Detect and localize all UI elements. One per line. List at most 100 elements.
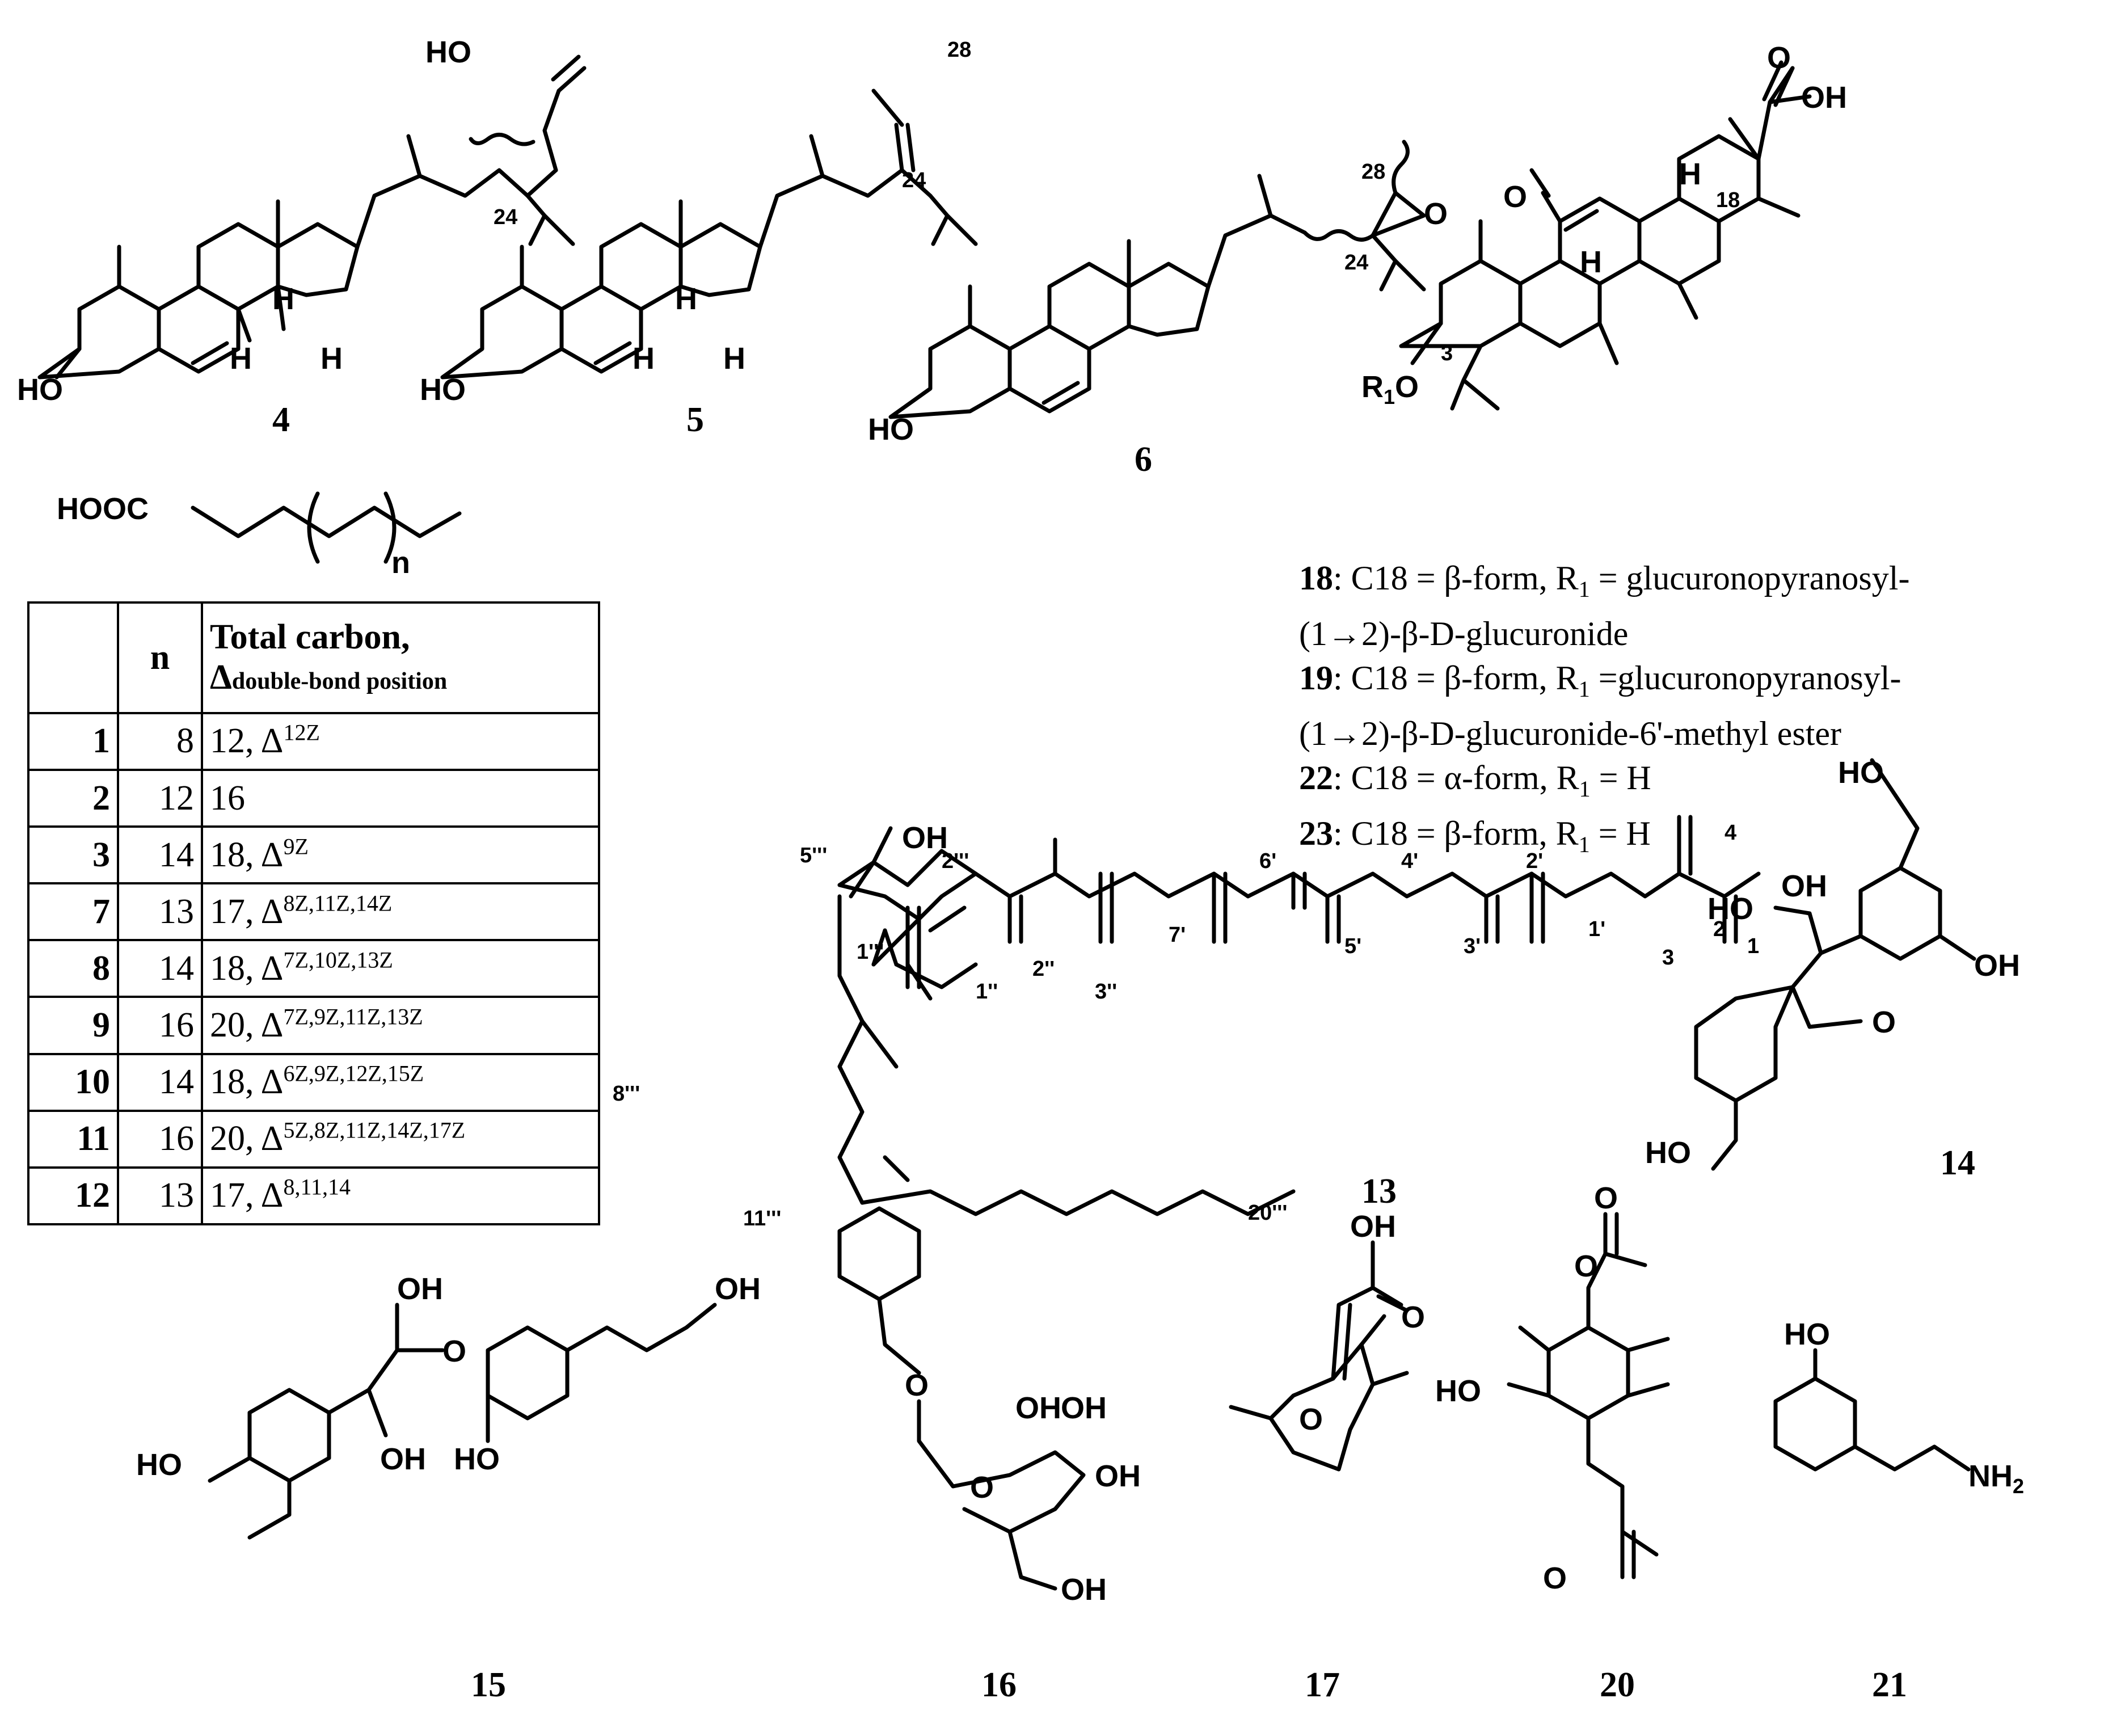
- table-cell-total-carbon: 20, Δ7Z,9Z,11Z,13Z: [201, 996, 600, 1055]
- c13-pos-4: 4: [1724, 821, 1736, 845]
- compound-16-label: 16: [981, 1666, 1017, 1704]
- header-delta-symbol: Δ: [210, 658, 232, 697]
- c13-cooh-oh: OH: [1781, 869, 1827, 903]
- table-cell-n: 13: [117, 1166, 203, 1226]
- header-total-carbon-text: Total carbon,: [210, 618, 410, 657]
- table-cell-compound: 7: [27, 882, 119, 942]
- table-cell-compound: 2: [27, 768, 119, 828]
- triterp-h18: H: [1679, 157, 1701, 191]
- caption-line: 23: C18 = β-form, R1 = H: [1299, 811, 2093, 867]
- c5-pos-24: 24: [902, 168, 926, 192]
- table-cell-n: 14: [117, 1052, 203, 1112]
- c21-ho: HO: [1784, 1317, 1830, 1351]
- c13-pos-3pp: 3'': [1095, 980, 1117, 1004]
- caption-rest: = H: [1589, 815, 1651, 852]
- table-cell-superscript: 12Z: [283, 719, 320, 745]
- table-cell-compound: 3: [27, 825, 119, 885]
- c16-ring-o: O: [970, 1470, 994, 1505]
- compound-15-structure: [208, 1303, 717, 1540]
- table-cell-superscript: 8,11,14: [283, 1174, 351, 1200]
- caption-text: : C18 = β-form, R: [1333, 559, 1579, 597]
- c5-h9: H: [633, 342, 655, 376]
- triterp-oxo-o: O: [1503, 180, 1527, 214]
- compound-21-structure: [1773, 1348, 1971, 1472]
- table-cell-superscript: 7Z,10Z,13Z: [283, 947, 393, 973]
- c13-pos-7p: 7': [1169, 923, 1186, 947]
- table-cell-carbon-text: 18, Δ: [210, 949, 284, 988]
- c13-pos-2: 2: [1713, 917, 1725, 941]
- c16-oh-3: OH: [1095, 1459, 1141, 1493]
- caption-compound-id: 19: [1299, 659, 1333, 697]
- compound-20-label: 20: [1600, 1666, 1635, 1704]
- c6-ho-3: HO: [868, 412, 914, 446]
- triterp-cooh-o: O: [1767, 41, 1791, 75]
- caption-line: 19: C18 = β-form, R1 =glucuronopyranosyl…: [1299, 656, 2093, 711]
- c20-acetyl-o: O: [1594, 1181, 1618, 1215]
- table-cell-compound: 8: [27, 939, 119, 998]
- table-cell-n: 16: [117, 996, 203, 1055]
- table-cell-carbon-text: 20, Δ: [210, 1005, 284, 1044]
- compound-15-label: 15: [471, 1666, 506, 1704]
- caption-text: : C18 = β-form, R: [1333, 659, 1579, 697]
- caption-line: (1→2)-β-D-glucuronide: [1299, 612, 2093, 656]
- caption-line: 18: C18 = β-form, R1 = glucuronopyranosy…: [1299, 556, 2093, 612]
- c13-pos-8ppp: 8''': [613, 1082, 640, 1106]
- triterp-r1o: R1O: [1361, 370, 1419, 408]
- c16-oh-4: OH: [1061, 1573, 1107, 1607]
- triterp-pos-3: 3: [1441, 342, 1453, 365]
- caption-line: (1→2)-β-D-glucuronide-6'-methyl ester: [1299, 711, 2093, 756]
- c5-h8: H: [675, 282, 697, 316]
- table-cell-total-carbon: 18, Δ6Z,9Z,12Z,15Z: [201, 1052, 600, 1112]
- c14-ho-top: HO: [1838, 756, 1884, 790]
- table-cell-compound: 12: [27, 1166, 119, 1226]
- c15-oh-mid: OH: [380, 1442, 426, 1476]
- c17-oh: OH: [1350, 1210, 1396, 1244]
- caption-text: (1→2)-β-D-glucuronide: [1299, 615, 1629, 652]
- compound-17-label: 17: [1305, 1666, 1340, 1704]
- c6-pos-28: 28: [1361, 160, 1385, 184]
- c16-oh-1: OH: [1015, 1391, 1061, 1425]
- c13-pos-5p: 5': [1344, 934, 1361, 958]
- c21-nh2: NH2: [1968, 1459, 2024, 1498]
- table-cell-total-carbon: 20, Δ5Z,8Z,11Z,14Z,17Z: [201, 1109, 600, 1169]
- table-cell-superscript: 6Z,9Z,12Z,15Z: [283, 1060, 424, 1086]
- table-cell-n: 13: [117, 882, 203, 942]
- c14-ho-aryl: HO: [1645, 1136, 1691, 1170]
- c15-oh-right: OH: [715, 1272, 761, 1306]
- table-cell-n: 14: [117, 939, 203, 998]
- c14-oh: OH: [1974, 949, 2020, 983]
- table-cell-carbon-text: 16: [210, 778, 245, 818]
- triterp-pos-18: 18: [1716, 188, 1740, 212]
- c13-pos-1: 1: [1747, 934, 1759, 958]
- c15-oh-top: OH: [397, 1272, 443, 1306]
- c13-pos-1p: 1': [1588, 917, 1605, 941]
- c13-oh: OH: [902, 821, 948, 855]
- triterp-cooh-oh: OH: [1801, 81, 1847, 115]
- table-cell-carbon-text: 12, Δ: [210, 722, 284, 761]
- header-delta-sub: double-bond position: [231, 668, 448, 695]
- c20-ketone-o: O: [1543, 1561, 1567, 1595]
- table-cell-n: 8: [117, 711, 203, 772]
- caption-line: 22: C18 = α-form, R1 = H: [1299, 756, 2093, 811]
- compound-14-label: 14: [1940, 1144, 1975, 1182]
- c14-ho-ch2: HO: [1707, 892, 1753, 926]
- table-cell-superscript: 5Z,8Z,11Z,14Z,17Z: [283, 1117, 466, 1143]
- triterpenoid-caption: 18: C18 = β-form, R1 = glucuronopyranosy…: [1299, 556, 2093, 867]
- c13-pos-5ppp: 5''': [800, 844, 827, 867]
- table-cell-carbon-text: 17, Δ: [210, 1176, 284, 1215]
- table-cell-carbon-text: 17, Δ: [210, 892, 284, 931]
- c13-pos-3p: 3': [1464, 934, 1481, 958]
- table-cell-compound: 10: [27, 1052, 119, 1112]
- compound-20-structure: [1507, 1212, 1670, 1579]
- c20-ho: HO: [1435, 1374, 1481, 1408]
- header-compound: [27, 601, 119, 714]
- c15-ether-o: O: [442, 1334, 466, 1368]
- table-cell-total-carbon: 17, Δ8Z,11Z,14Z: [201, 882, 600, 942]
- c4-ho-24: HO: [425, 35, 471, 69]
- c13-pos-1ppp: 1''': [857, 940, 884, 964]
